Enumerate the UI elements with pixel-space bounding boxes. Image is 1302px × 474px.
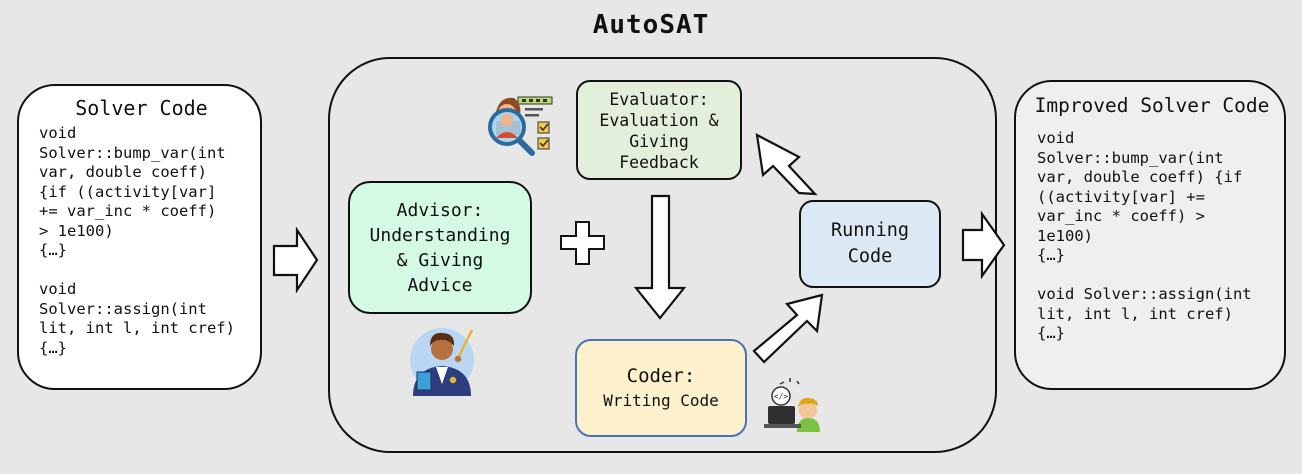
input-panel-title: Solver Code bbox=[75, 96, 208, 120]
input-code-line: > 1e100) bbox=[39, 221, 114, 240]
input-code-line: Solver::bump_var(int bbox=[39, 143, 226, 162]
running-code-box: Running Code bbox=[799, 200, 941, 288]
plus-icon bbox=[560, 221, 605, 265]
input-code-line: {…} bbox=[39, 241, 67, 259]
output-code-line: var_inc * coeff) > bbox=[1037, 207, 1205, 225]
output-code-line: {…} bbox=[1037, 324, 1065, 342]
evaluator-magnifier-icon bbox=[488, 96, 553, 156]
advisor-box: Advisor: Understanding & Giving Advice bbox=[348, 181, 532, 314]
output-code-line: var, double coeff) {if bbox=[1037, 168, 1243, 186]
diagram-title: AutoSAT bbox=[592, 10, 710, 40]
input-code-line: {…} bbox=[39, 338, 67, 357]
coder-subtitle: Writing Code bbox=[603, 391, 719, 410]
input-code-line: void bbox=[39, 124, 77, 142]
input-code-line: += var_inc * coeff) bbox=[39, 202, 217, 220]
output-code-line: void bbox=[1037, 129, 1075, 147]
coder-title: Coder: bbox=[626, 365, 696, 387]
output-code-line: Solver::bump_var(int bbox=[1037, 148, 1224, 167]
svg-text:</>: </> bbox=[774, 392, 789, 401]
output-code-line: 1e100) bbox=[1037, 226, 1093, 245]
coder-box: Coder: Writing Code bbox=[575, 339, 747, 437]
advisor-label: Advisor: Understanding & Giving Advice bbox=[369, 199, 511, 296]
output-code-line: {…} bbox=[1037, 246, 1065, 264]
output-code-line: lit, int l, int cref) bbox=[1037, 304, 1233, 323]
output-panel-title: Improved Solver Code bbox=[1034, 94, 1270, 117]
feedback-down-arrow bbox=[633, 194, 687, 320]
running-code-label: Running Code bbox=[831, 220, 909, 267]
input-arrow bbox=[272, 226, 319, 294]
input-code-line: var, double coeff) bbox=[39, 163, 207, 181]
output-code-line: void Solver::assign(int bbox=[1037, 285, 1252, 303]
coder-to-running-arrow bbox=[752, 293, 824, 364]
input-code-line: lit, int l, int cref) bbox=[39, 319, 235, 337]
evaluator-label: Evaluator: Evaluation & Giving Feedback bbox=[599, 90, 719, 172]
output-code-line: ((activity[var] += bbox=[1037, 187, 1205, 206]
input-code-line: Solver::assign(int bbox=[39, 299, 207, 318]
advisor-teacher-icon bbox=[410, 328, 474, 396]
evaluator-box: Evaluator: Evaluation & Giving Feedback bbox=[576, 80, 742, 180]
input-code-line: {if ((activity[var] bbox=[39, 182, 217, 201]
input-code-line: void bbox=[39, 280, 77, 298]
coder-laptop-icon: </> bbox=[764, 378, 820, 432]
running-to-evaluator-arrow bbox=[755, 133, 818, 196]
output-arrow bbox=[961, 210, 1006, 280]
